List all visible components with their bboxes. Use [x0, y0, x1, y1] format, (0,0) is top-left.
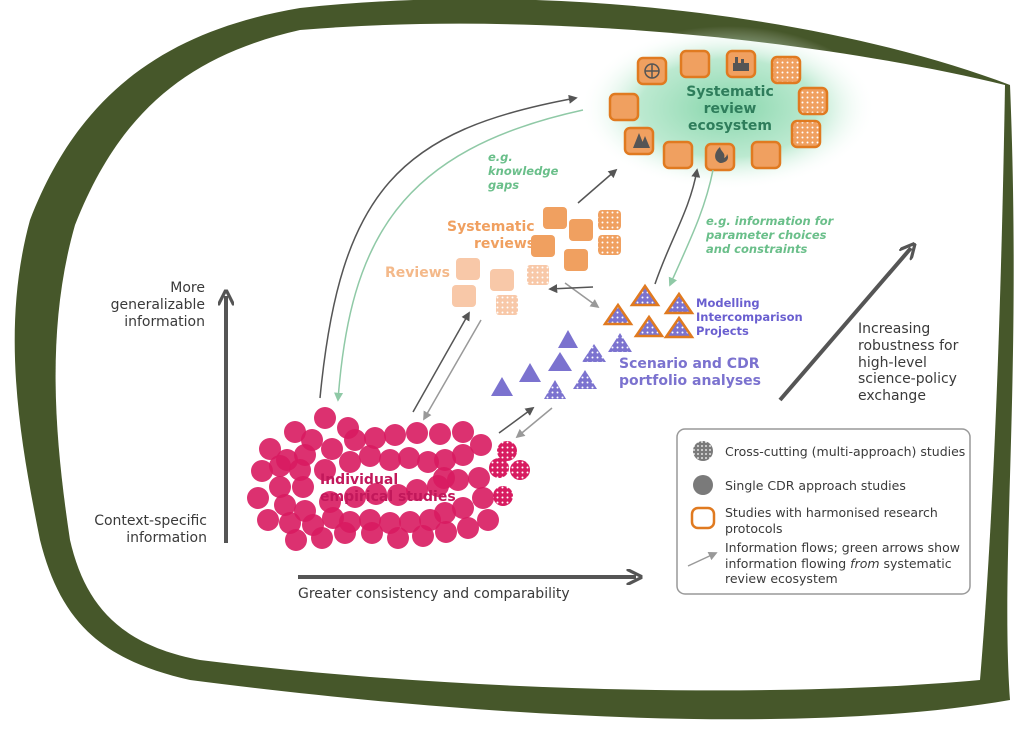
legend-cross-cutting: Cross-cutting (multi-approach) studies [725, 444, 966, 459]
legend-single: Single CDR approach studies [725, 478, 906, 493]
legend-cross-cutting-symbol [693, 441, 713, 461]
pie-chart-icon [644, 63, 660, 79]
green-flow-ecosystem-to-mip [668, 169, 714, 287]
context-specific-label: Context-specific information [94, 513, 207, 546]
green-flow-ecosystem-to-individual [334, 109, 584, 402]
legend-flows: Information flows; green arrows show inf… [725, 540, 960, 587]
trees-icon [633, 133, 650, 148]
robustness-label: Increasing robustness for high-level sci… [858, 321, 959, 405]
eco-square [790, 119, 822, 149]
more-generalizable-label: More generalizable information [110, 280, 205, 330]
study-circle [274, 494, 296, 516]
robustness-arrow [778, 248, 911, 402]
study-circle [321, 438, 343, 460]
study-circle [379, 449, 401, 471]
review-squares [452, 258, 549, 315]
flow-reviews-to-mip [564, 282, 600, 309]
study-circle [339, 451, 361, 473]
reviews-label: Reviews [385, 265, 450, 281]
ecosystem-label: Systematic review ecosystem [686, 84, 774, 134]
eco-square [797, 86, 829, 116]
study-circle [269, 476, 291, 498]
study-circle [344, 486, 366, 508]
study-circle [359, 445, 381, 467]
factory-icon [733, 57, 749, 71]
flow-scenario-to-individual [515, 407, 553, 439]
legend-box [676, 428, 971, 595]
study-circle [406, 422, 428, 444]
study-circle [314, 407, 336, 429]
study-circle [365, 483, 387, 505]
study-circle [334, 522, 356, 544]
mip-triangles [602, 283, 695, 339]
individual-studies-label: Individual empirical studies [320, 472, 456, 505]
parameter-choices-note: e.g. information for parameter choices a… [706, 214, 834, 256]
eco-square [770, 55, 802, 85]
knowledge-gaps-note: e.g. knowledge gaps [488, 150, 559, 192]
study-circle [314, 459, 336, 481]
study-circle [247, 487, 269, 509]
eco-square [608, 92, 640, 122]
study-circle [452, 444, 474, 466]
legend-single-symbol [693, 475, 713, 495]
mip-label: Modelling Intercomparison Projects [696, 296, 803, 338]
systematic-reviews-label: Systematic reviews [447, 219, 536, 252]
study-circle [417, 451, 439, 473]
study-circle [406, 479, 428, 501]
study-circle [284, 421, 306, 443]
study-circle [435, 521, 457, 543]
study-circle [477, 509, 499, 531]
study-circle [457, 517, 479, 539]
study-circle [292, 476, 314, 498]
study-circle [387, 484, 409, 506]
flow-individual-to-scenario [498, 406, 535, 434]
flow-systematic-to-ecosystem [577, 168, 618, 204]
study-circle [311, 527, 333, 549]
study-circle [387, 527, 409, 549]
legend-harmonised: Studies with harmonised research protoco… [725, 505, 938, 536]
study-circle [269, 455, 291, 477]
study-circle [384, 424, 406, 446]
eco-square [679, 49, 711, 79]
flow-individual-to-reviews [412, 311, 470, 413]
flow-reviews-to-individual [423, 319, 482, 421]
study-circle [452, 421, 474, 443]
study-circle [452, 497, 474, 519]
study-circle [322, 507, 344, 529]
study-circle [468, 467, 490, 489]
legend-harmonised-symbol [690, 506, 716, 530]
eco-square [750, 140, 782, 170]
flow-individual-to-ecosystem [319, 94, 578, 399]
study-circle [251, 460, 273, 482]
flow-mip-to-systematic [548, 284, 594, 294]
systematic-review-squares [531, 207, 621, 271]
individual-circles [247, 407, 499, 551]
fire-icon [715, 147, 729, 163]
study-circle [398, 447, 420, 469]
study-circle [344, 429, 366, 451]
scenario-label: Scenario and CDR portfolio analyses [619, 356, 761, 389]
individual-dotted-circles [489, 441, 530, 506]
legend-flow-arrow [687, 551, 718, 567]
study-circle [259, 438, 281, 460]
study-circle [285, 529, 307, 551]
scenario-triangles [491, 330, 632, 399]
consistency-label: Greater consistency and comparability [298, 586, 570, 602]
study-circle [412, 525, 434, 547]
study-circle [470, 434, 492, 456]
study-circle [472, 487, 494, 509]
study-circle [279, 512, 301, 534]
study-circle [399, 511, 421, 533]
study-circle [361, 522, 383, 544]
study-circle [289, 459, 311, 481]
eco-square [662, 140, 694, 170]
study-circle [257, 509, 279, 531]
study-circle [433, 467, 455, 489]
study-circle [364, 427, 386, 449]
study-circle [429, 423, 451, 445]
flow-mip-to-ecosystem [654, 168, 701, 285]
study-circle [434, 449, 456, 471]
